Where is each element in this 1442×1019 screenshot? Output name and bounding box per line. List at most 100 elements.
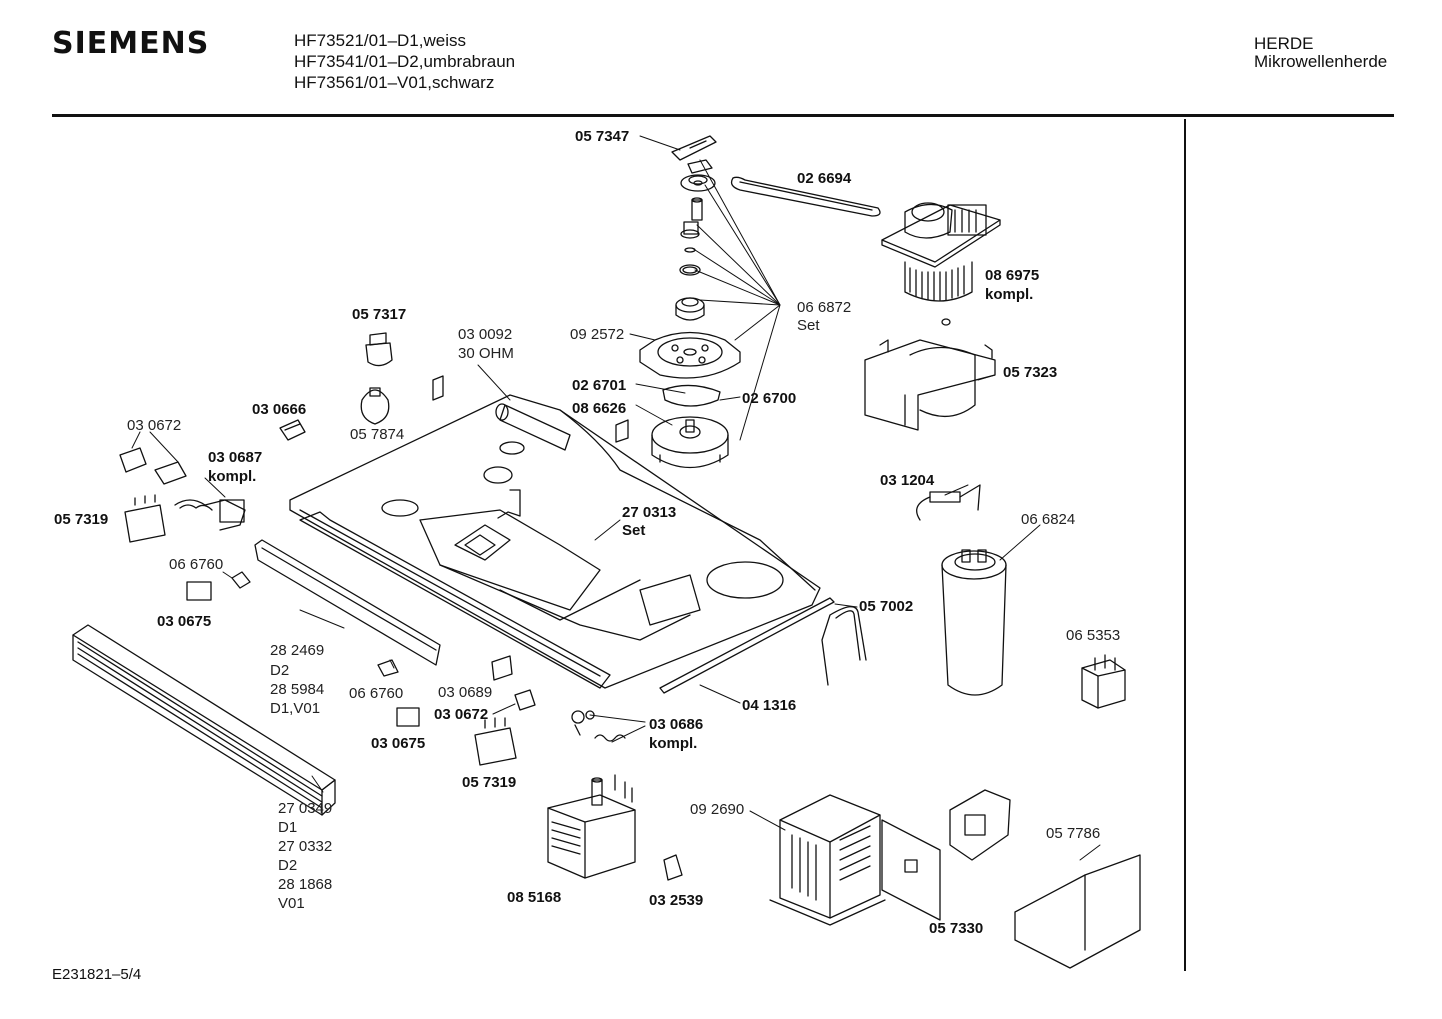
switch-block — [124, 494, 166, 543]
part-label: Set — [797, 317, 820, 334]
switch-part — [119, 447, 187, 485]
part-label: 06 5353 — [1066, 627, 1121, 644]
part-label: Set — [622, 522, 646, 539]
door-interlock-assembly — [174, 499, 246, 531]
model-list: HF73521/01–D1,weiss HF73541/01–D2,umbrab… — [294, 30, 515, 93]
part-label: 02 6700 — [742, 390, 797, 407]
part-label: 08 6626 — [572, 400, 627, 417]
part-label: 03 2539 — [649, 892, 704, 909]
part-label: kompl. — [985, 286, 1034, 303]
part-label: 03 0675 — [371, 735, 426, 752]
turntable-motor — [651, 416, 729, 469]
part-label: 06 6760 — [349, 685, 404, 702]
part-label: 03 0672 — [434, 706, 489, 723]
fan-housing — [864, 318, 996, 431]
part-label: D2 — [278, 857, 298, 874]
fuse-with-lead — [916, 484, 981, 521]
part-label: 27 0349 — [278, 800, 333, 817]
coupler-plate — [662, 384, 721, 407]
part-label: V01 — [278, 895, 305, 912]
part-label: 04 1316 — [742, 697, 797, 714]
part-label: 08 5168 — [507, 889, 562, 906]
part-label: 05 7002 — [859, 598, 914, 615]
micro-switch — [491, 655, 513, 681]
door-strip — [659, 597, 835, 694]
part-label: D1 — [278, 819, 298, 836]
document-id: E231821–5/4 — [52, 966, 142, 983]
part-label: 03 0666 — [252, 401, 307, 418]
part-label: 27 0332 — [278, 838, 333, 855]
turntable-plate — [639, 331, 741, 379]
part-label: 05 7874 — [350, 426, 405, 443]
leader-lines — [131, 135, 1101, 861]
part-label: 03 0092 — [458, 326, 513, 343]
lamp-bulb — [360, 387, 390, 425]
part-label: 05 7319 — [54, 511, 109, 528]
spring-assembly — [571, 710, 626, 742]
part-label: 27 0313 — [622, 504, 677, 521]
small-bracket — [432, 375, 444, 401]
control-panel-bar — [72, 624, 336, 816]
part-label: 03 0686 — [649, 716, 704, 733]
part-label: kompl. — [649, 735, 698, 752]
mounting-bracket — [949, 789, 1011, 861]
insulation-sheet — [881, 819, 941, 921]
part-label: 05 7786 — [1046, 825, 1101, 842]
header-rule — [52, 114, 1394, 117]
part-label: 02 6694 — [797, 170, 852, 187]
right-border-rule — [1184, 119, 1186, 971]
part-label: 06 6824 — [1021, 511, 1076, 528]
cavity-base-plate — [289, 394, 821, 689]
part-label: 02 6701 — [572, 377, 627, 394]
switch-part — [514, 689, 536, 711]
category-subtitle: Mikrowellenherde — [1254, 52, 1388, 71]
part-label: 03 1204 — [880, 472, 935, 489]
model-line: HF73521/01–D1,weiss — [294, 31, 466, 50]
drive-belt — [730, 176, 881, 217]
micro-switch — [186, 581, 420, 727]
cover-plate — [1014, 854, 1141, 969]
category-block: HERDE Mikrowellenherde — [1254, 35, 1387, 71]
part-label: 05 7347 — [575, 128, 630, 145]
part-label: 05 7330 — [929, 920, 984, 937]
clip-part — [671, 135, 717, 161]
part-label: 09 2572 — [570, 326, 625, 343]
part-label: 03 0687 — [208, 449, 263, 466]
part-label: 03 0672 — [127, 417, 182, 434]
front-rail — [254, 511, 611, 689]
clip-part — [231, 571, 399, 677]
part-label: 03 0689 — [438, 684, 493, 701]
connector-part — [279, 419, 306, 441]
part-label: 06 6872 — [797, 299, 852, 316]
part-label: 09 2690 — [690, 801, 745, 818]
part-label: 06 6760 — [169, 556, 224, 573]
part-label: D2 — [270, 662, 290, 679]
capacitor — [941, 549, 1007, 696]
part-label: D1,V01 — [270, 700, 321, 717]
part-label: 05 7323 — [1003, 364, 1058, 381]
part-label: 08 6975 — [985, 267, 1040, 284]
fuse-clip-part — [615, 419, 629, 443]
connector-part — [663, 854, 683, 881]
category-title: HERDE — [1254, 34, 1314, 53]
wire-bracket — [821, 606, 867, 686]
part-label: 03 0675 — [157, 613, 212, 630]
part-label: 28 1868 — [278, 876, 333, 893]
brand-logo: SIEMENS — [52, 26, 210, 61]
magnetron — [547, 774, 636, 879]
part-label: 30 OHM — [458, 345, 514, 362]
transformer — [769, 794, 886, 926]
lamp-holder — [365, 332, 393, 367]
part-label: 05 7319 — [462, 774, 517, 791]
part-label: kompl. — [208, 468, 257, 485]
switch-block — [474, 717, 517, 766]
model-line: HF73561/01–V01,schwarz — [294, 73, 495, 92]
model-line: HF73541/01–D2,umbrabraun — [294, 52, 516, 71]
part-label: 28 2469 — [270, 642, 325, 659]
turntable-drive-stack — [675, 159, 716, 321]
part-label: 28 5984 — [270, 681, 325, 698]
fan-motor-assembly — [881, 202, 1001, 302]
diode-block — [1081, 654, 1126, 709]
part-label: 05 7317 — [352, 306, 407, 323]
